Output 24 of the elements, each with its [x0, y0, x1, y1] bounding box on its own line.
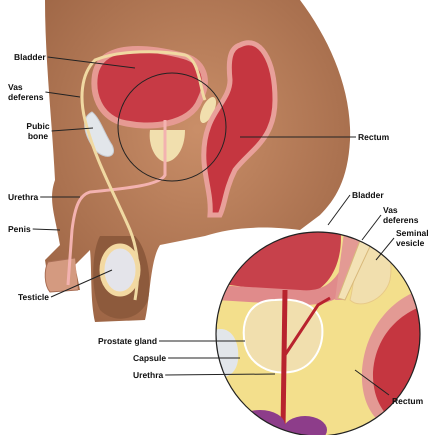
leader-line [51, 128, 94, 132]
part-label: Bladder [14, 52, 54, 62]
leader-line [32, 228, 60, 230]
part-label: Urethra [133, 370, 173, 380]
leader-line [354, 370, 390, 396]
part-label: Seminal vesicle [396, 228, 433, 248]
part-label: Vas deferens [8, 82, 52, 102]
part-label: Prostate gland [98, 336, 170, 346]
part-label: Testicle [18, 292, 58, 302]
leader-line [164, 374, 276, 376]
part-label: Penis [8, 224, 38, 234]
part-label: Capsule [133, 353, 173, 363]
leader-line [50, 270, 112, 298]
part-label: Vas deferens [383, 205, 427, 225]
leader-line [376, 238, 394, 260]
leader-line [362, 214, 382, 240]
part-label: Rectum [358, 132, 398, 142]
part-label: Urethra [8, 192, 48, 202]
leader-line [47, 56, 136, 68]
part-label: Pubic bone [22, 121, 54, 141]
part-label: Bladder [352, 190, 392, 200]
leader-line [328, 194, 350, 226]
leader-line [240, 136, 356, 138]
leader-line [158, 340, 246, 342]
